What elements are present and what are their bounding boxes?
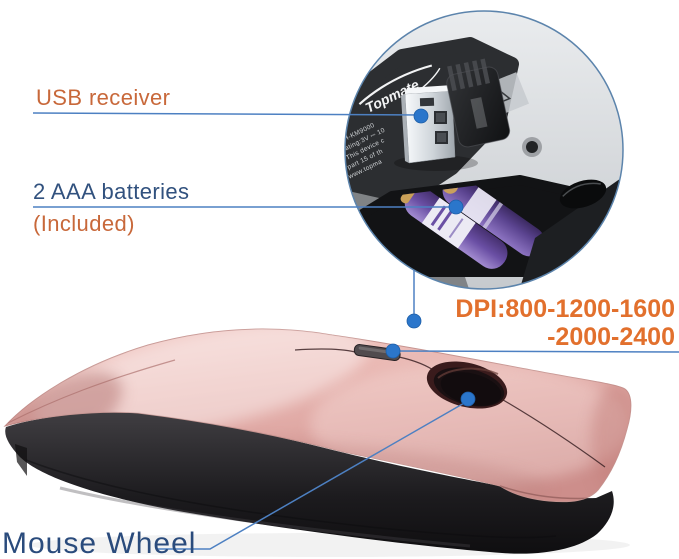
screw-hole bbox=[522, 137, 542, 157]
dpi-label: DPI:800-1200-1600 -2000-2400 bbox=[455, 295, 675, 351]
dpi-label-line2: -2000-2400 bbox=[547, 323, 675, 351]
batteries-note-label: (Included) bbox=[33, 211, 135, 236]
callout-dot-usb bbox=[413, 108, 429, 124]
mouse-wheel-label: Mouse Wheel bbox=[2, 527, 197, 559]
battery-aaa-1 bbox=[400, 185, 508, 269]
inset-circle-border bbox=[344, 10, 624, 290]
callout-line-wheel bbox=[157, 401, 467, 550]
callout-line-usb bbox=[32, 112, 422, 116]
mouse-base bbox=[5, 412, 614, 554]
scroll-wheel bbox=[426, 361, 508, 409]
callout-dot-batteries bbox=[448, 199, 464, 215]
callout-dot-wheel bbox=[460, 391, 476, 407]
dpi-label-line1: DPI:800-1200-1600 bbox=[455, 295, 675, 323]
inset-detail-circle: Topmate H-KM9000 ating:3V ⎓ 10 This devi… bbox=[344, 10, 624, 290]
base-left-step bbox=[15, 444, 27, 476]
callout-dot-mouse-top bbox=[406, 313, 422, 329]
callout-dots bbox=[385, 108, 476, 407]
callout-lines bbox=[32, 112, 679, 550]
usb-receiver-label: USB receiver bbox=[36, 85, 171, 110]
callout-line-dpi bbox=[392, 350, 679, 353]
inset-dark-wedge bbox=[520, 176, 623, 289]
base-plinth-edge bbox=[25, 459, 557, 539]
usb-receiver-dongle bbox=[394, 58, 511, 171]
batteries-label: 2 AAA batteries bbox=[33, 179, 190, 204]
usb-receiver-cap bbox=[446, 58, 511, 148]
inset-oval-slot bbox=[559, 179, 607, 209]
mouse-photo bbox=[4, 328, 632, 557]
callout-dot-dpi-button bbox=[385, 343, 401, 359]
base-bottom-sheen bbox=[59, 486, 471, 548]
